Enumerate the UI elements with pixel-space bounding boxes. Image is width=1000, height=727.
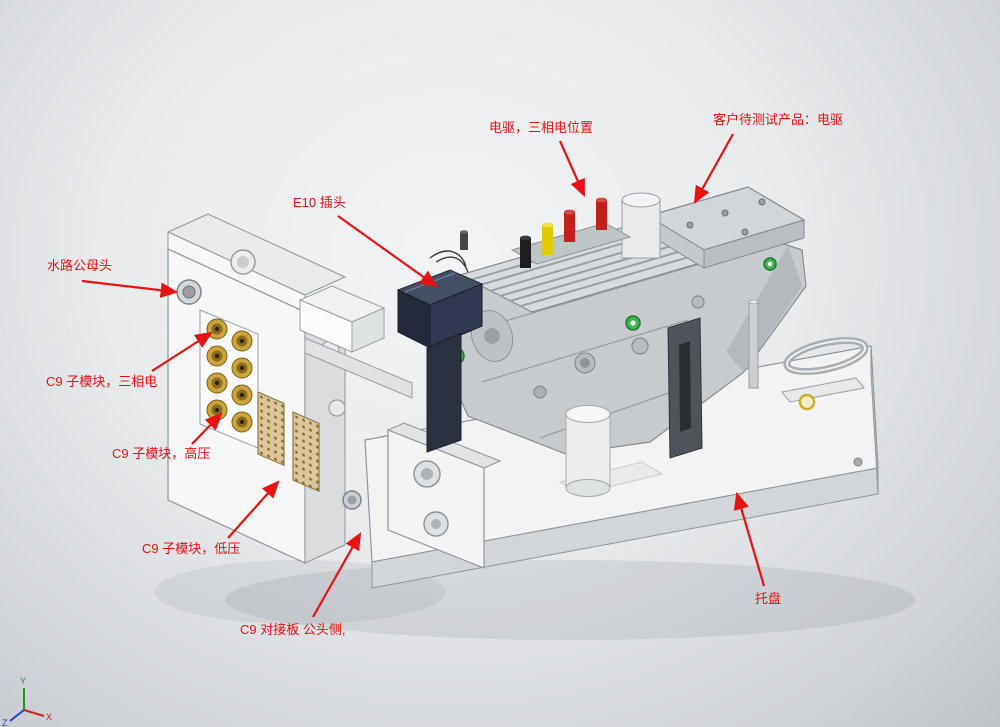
c9-three-phase-connectors[interactable] [206,318,253,379]
annotation-e10-plug-label: E10 插头 [293,195,346,210]
annotation-c9-high-voltage-label: C9 子模块，高压 [112,446,211,461]
arrow-tray [733,491,766,587]
panel-shelf [298,285,413,399]
sensor-and-wires [429,230,469,273]
water-coupling-connector[interactable] [176,279,202,305]
terminal-yellow [542,222,553,255]
front-cylinder[interactable] [565,405,611,497]
triad-z-label: Z [2,718,8,727]
arrow-c9-low-voltage [227,480,280,539]
drive-unit-model[interactable] [429,186,807,455]
terminal-black [520,235,531,268]
cover-screws [686,198,766,236]
e10-mount-bar [426,332,462,453]
arrow-product-under-test [693,133,734,204]
annotation-c9-three-phase-label: C9 子模块，三相电 [46,374,158,389]
bracket-holes [413,460,449,537]
annotation-water-coupling-label: 水路公母头 [47,258,113,273]
drive-right-endcap [726,246,802,372]
three-phase-terminals[interactable] [510,197,632,268]
arrow-water-coupling [81,279,179,298]
guide-rod [748,299,759,389]
arrow-c9-three-phase [151,331,213,372]
triad-x-label: X [46,712,52,722]
arrow-c9-high-voltage [191,412,223,445]
rear-cylinder [621,192,661,259]
tray-model[interactable] [364,316,879,589]
orientation-triad: Y X Z [2,676,52,727]
terminal-red-2 [596,197,607,230]
e10-connector-model[interactable] [396,269,484,453]
annotation-c9-low-voltage-label: C9 子模块，低压 [142,541,241,556]
arrow-c9-dock-plate [312,532,362,618]
support-slot [679,341,691,432]
drive-rear-cover[interactable] [646,186,806,269]
annotation-tray-label: 托盘 [755,591,782,606]
annotation-motor-position-label: 电驱，三相电位置 [489,120,594,135]
terminal-red-1 [564,209,575,242]
c9-low-voltage-blocks[interactable] [257,391,320,493]
arrow-motor-position [558,140,586,198]
annotation-c9-dock-plate-label: C9 对接板 公头侧, [240,622,346,637]
tray-right-face [870,345,879,495]
support-column[interactable] [667,317,703,459]
triad-y-label: Y [20,676,26,686]
tray-yellow-ring [798,393,816,411]
arrow-e10-plug [337,215,438,288]
drive-detail-lines [467,263,705,439]
panel-hex-bolt [342,490,362,510]
annotation-product-under-test-label: 客户待测试产品：电驱 [713,112,844,127]
annotation-arrows [81,133,766,618]
